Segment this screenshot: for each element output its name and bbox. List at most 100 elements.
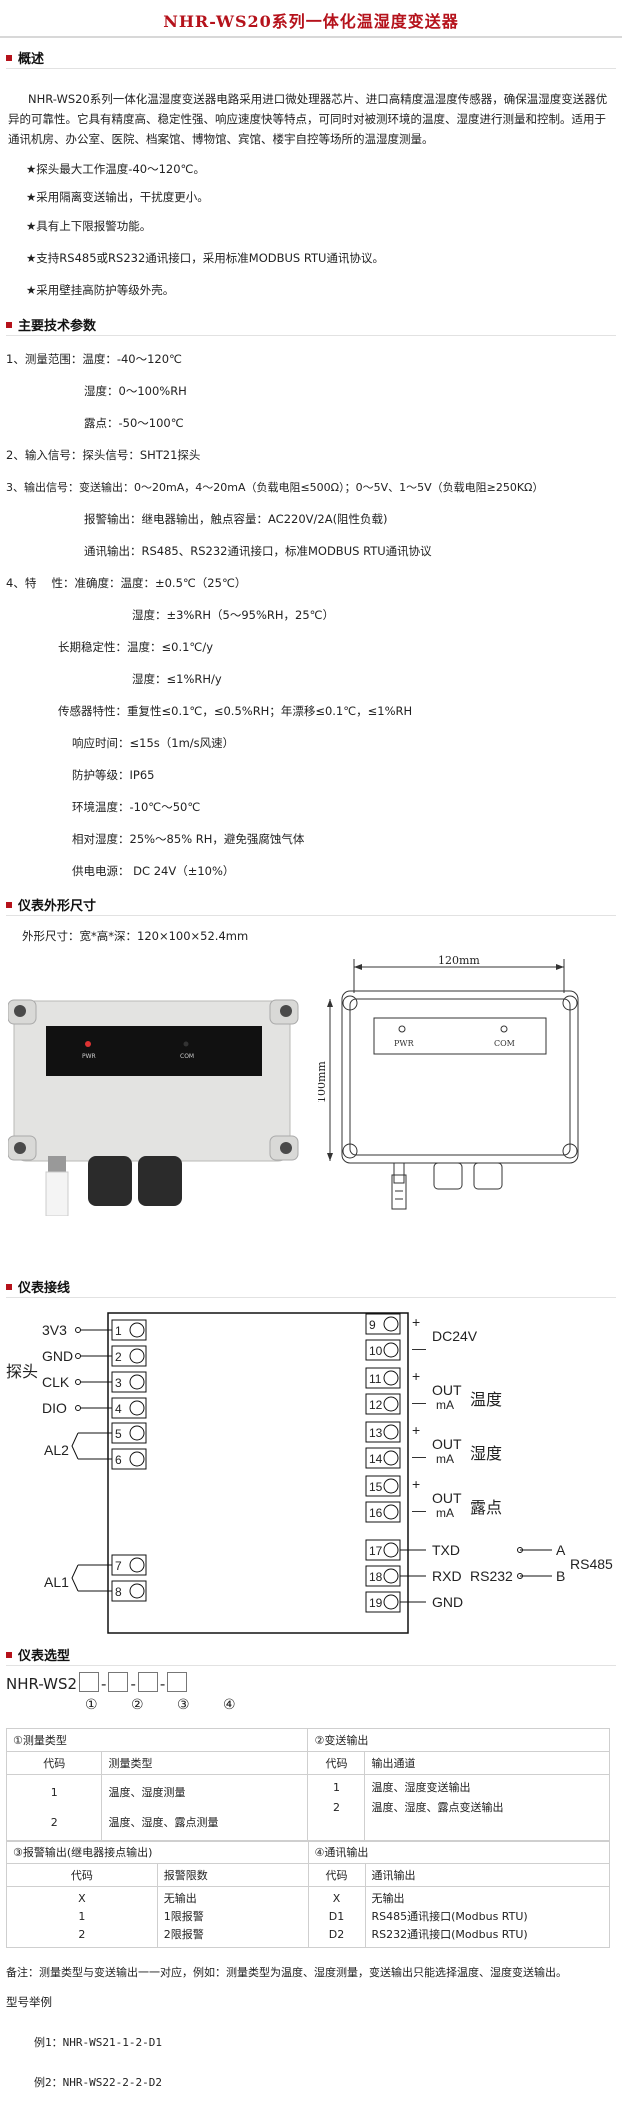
terminal-screw-icon	[383, 1594, 399, 1610]
terminal-screw-icon	[383, 1396, 399, 1412]
b-label: B	[556, 1568, 565, 1584]
terminal-block	[365, 1475, 401, 1497]
spec-line: 供电电源： DC 24V（±10%）	[72, 864, 235, 878]
terminal-screw-icon	[129, 1348, 145, 1364]
gnd-right-label: GND	[432, 1594, 463, 1610]
rxd-label: RXD	[432, 1568, 462, 1584]
overview-paragraph: NHR-WS20系列一体化温湿度变送器电路采用进口微处理器芯片、进口高精度温湿度…	[8, 92, 608, 146]
selection-note: 备注：测量类型与变送输出一一对应，例如：测量类型为温度、湿度测量，变送输出只能选…	[6, 1966, 567, 1979]
terminal-number: 9	[369, 1318, 376, 1332]
example-2: 例2：NHR-WS22-2-2-D2	[34, 2076, 162, 2089]
plus-sign: +	[412, 1476, 420, 1492]
bullet-square-icon	[6, 55, 12, 61]
circle-2: ②	[131, 1697, 144, 1713]
pin-dio-label: DIO	[42, 1400, 67, 1416]
feature-item: ★支持RS485或RS232通讯接口，采用标准MODBUS RTU通讯协议。	[26, 251, 384, 265]
dc24v-label: DC24V	[432, 1328, 478, 1344]
terminal-number: 13	[369, 1426, 383, 1440]
terminal-screw-icon	[383, 1478, 399, 1494]
photo-pwr-label: PWR	[82, 1053, 96, 1060]
bullet-square-icon	[6, 1652, 12, 1658]
terminal-number: 14	[369, 1452, 383, 1466]
code-box-2	[108, 1672, 129, 1692]
terminal-number: 11	[369, 1372, 382, 1386]
spec-line: 湿度：0～100%RH	[84, 384, 187, 398]
code-box-1	[79, 1672, 100, 1692]
section-overview: 概述	[6, 48, 617, 69]
page-title: NHR-WS20系列一体化温湿度变送器	[163, 12, 459, 31]
terminal-number: 12	[369, 1398, 383, 1412]
circle-4: ④	[223, 1697, 236, 1713]
terminal-screw-icon	[129, 1322, 145, 1338]
ma-label-dew: mA	[436, 1506, 454, 1520]
terminal-number: 8	[115, 1585, 122, 1599]
terminal-screw-icon	[129, 1400, 145, 1416]
rs232-label: RS232	[470, 1568, 513, 1584]
txd-label: TXD	[432, 1542, 460, 1558]
code-dash: -	[101, 1675, 107, 1693]
terminal-number: 2	[115, 1350, 122, 1364]
spec-line: 4、特 性：准确度：温度：±0.5℃（25℃）	[6, 576, 247, 590]
feature-item: ★具有上下限报警功能。	[26, 219, 152, 233]
spec-line: 湿度：≤1%RH/y	[132, 672, 222, 686]
bullet-square-icon	[6, 902, 12, 908]
out-label-temp: OUT	[432, 1382, 462, 1398]
spec-line: 环境温度：-10℃～50℃	[72, 800, 201, 814]
product-photo: PWR COM	[8, 996, 308, 1216]
hum-label: 湿度	[470, 1445, 502, 1463]
feature-item: ★采用隔离变送输出，干扰度更小。	[26, 190, 209, 204]
spec-line: 2、输入信号：探头信号：SHT21探头	[6, 448, 201, 462]
photo-com-label: COM	[180, 1053, 194, 1060]
ma-label-hum: mA	[436, 1452, 454, 1466]
bullet-square-icon	[6, 1284, 12, 1290]
code-box-4	[167, 1672, 188, 1692]
circle-3: ③	[177, 1697, 190, 1713]
al1-label: AL1	[44, 1574, 69, 1590]
table-header: 报警限数	[156, 1863, 309, 1887]
terminal-screw-icon	[383, 1342, 399, 1358]
table-header: 代码	[5, 1751, 103, 1775]
table-title: ②变送输出	[307, 1728, 610, 1752]
terminal-number: 19	[369, 1596, 383, 1610]
terminal-block	[365, 1501, 401, 1523]
pin-3v3-label: 3V3	[42, 1322, 67, 1338]
code-dash: -	[130, 1675, 136, 1693]
terminal-screw-icon	[383, 1542, 399, 1558]
spec-line: 传感器特性：重复性≤0.1℃，≤0.5%RH；年漂移≤0.1℃，≤1%RH	[58, 704, 413, 718]
pin-clk-label: CLK	[42, 1374, 70, 1390]
table-title: ③报警输出(继电器接点输出)	[6, 1840, 309, 1864]
terminal-number: 16	[369, 1506, 383, 1520]
rs485-label: RS485	[570, 1556, 613, 1572]
terminal-screw-icon	[383, 1450, 399, 1466]
minus-sign: —	[412, 1340, 426, 1356]
terminal-block	[365, 1367, 401, 1389]
examples-title: 型号举例	[6, 1995, 52, 2009]
plus-sign: +	[412, 1368, 420, 1384]
table-header: 通讯输出	[364, 1863, 610, 1887]
table-cell: 温度、湿度测量温度、湿度、露点测量	[101, 1774, 309, 1842]
a-label: A	[556, 1542, 566, 1558]
drawing-pwr-label: PWR	[394, 1039, 415, 1048]
feature-item: ★探头最大工作温度-40～120℃。	[26, 162, 205, 176]
terminal-screw-icon	[129, 1583, 145, 1599]
table-header: 代码	[307, 1751, 366, 1775]
section-dimensions: 仪表外形尺寸	[6, 895, 617, 916]
model-prefix: NHR-WS2	[6, 1675, 78, 1693]
feature-item: ★采用壁挂高防护等级外壳。	[26, 283, 175, 297]
minus-sign: —	[412, 1394, 426, 1410]
table-title: ④通讯输出	[307, 1840, 610, 1864]
terminal-block	[365, 1447, 401, 1469]
plus-sign: +	[412, 1314, 420, 1330]
minus-sign: —	[412, 1502, 426, 1518]
ma-label-temp: mA	[436, 1398, 454, 1412]
table-header: 测量类型	[101, 1751, 309, 1775]
spec-line: 露点：-50～100℃	[84, 416, 184, 430]
section-wiring: 仪表接线	[6, 1277, 617, 1298]
terminal-number: 7	[115, 1559, 122, 1573]
